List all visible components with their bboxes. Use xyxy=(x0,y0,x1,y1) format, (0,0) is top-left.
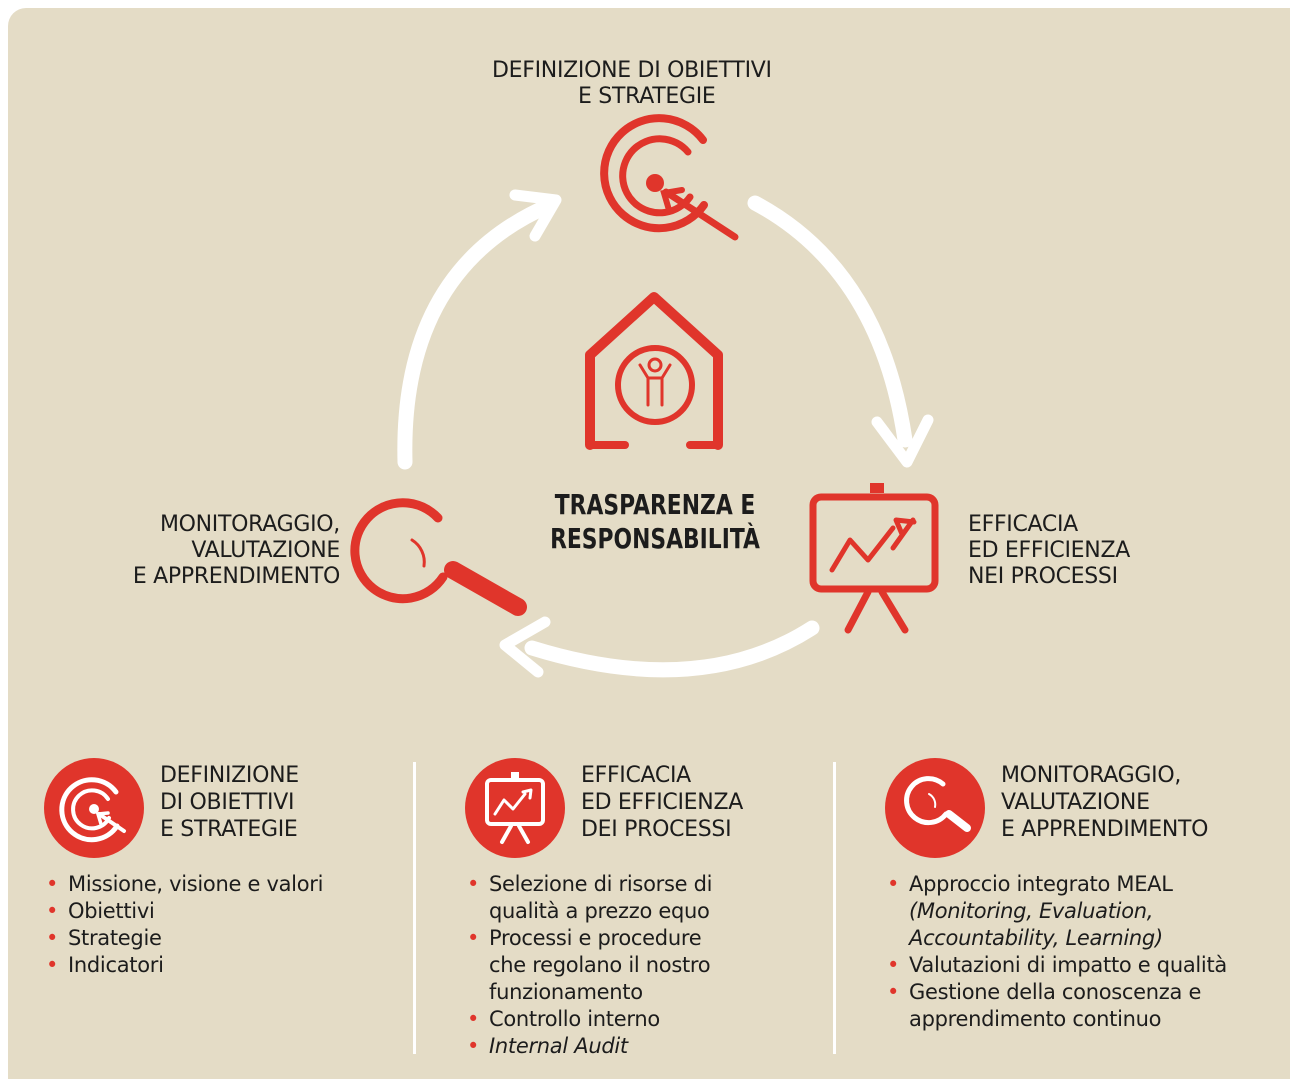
label-left-monitoring: MONITORAGGIO, VALUTAZIONE E APPRENDIMENT… xyxy=(92,512,340,590)
list-item: Valutazioni di impatto e qualità xyxy=(885,952,1275,979)
list-item: Missione, visione e valori xyxy=(44,871,323,898)
label-right-line-1: EFFICACIA xyxy=(968,512,1078,537)
list-item-subtext: (Monitoring, Evaluation, Accountability,… xyxy=(909,899,1163,950)
list-item: Obiettivi xyxy=(44,898,323,925)
center-title: TRASPARENZA E RESPONSABILITÀ xyxy=(550,488,761,556)
presentation-board-icon xyxy=(809,483,939,634)
list-item: Strategie xyxy=(44,925,323,952)
arrow-left-to-top xyxy=(397,197,558,470)
column-objectives: DEFINIZIONE DI OBIETTIVI E STRATEGIE Mis… xyxy=(44,758,404,1058)
column-efficiency: EFFICACIA ED EFFICIENZA DEI PROCESSI Sel… xyxy=(465,758,830,1060)
column-divider-2 xyxy=(833,762,836,1054)
arrowhead-top xyxy=(509,189,562,242)
list-item: Selezione di risorse di qualità a prezzo… xyxy=(465,871,759,925)
column-title-line-1: EFFICACIA xyxy=(581,763,691,788)
label-left-line-1: MONITORAGGIO, xyxy=(159,512,340,537)
house-child-logo xyxy=(585,292,723,450)
magnifier-icon xyxy=(885,758,985,858)
column-title-line-1: MONITORAGGIO, xyxy=(1001,763,1182,788)
column-title-line-2: VALUTAZIONE xyxy=(1001,790,1150,815)
bullet-list: Approccio integrato MEAL (Monitoring, Ev… xyxy=(885,871,1275,1033)
column-divider-1 xyxy=(413,762,416,1054)
arrow-right-to-left xyxy=(524,620,820,678)
column-title: DEFINIZIONE DI OBIETTIVI E STRATEGIE xyxy=(160,762,299,843)
label-right-efficacy: EFFICACIA ED EFFICIENZA NEI PROCESSI xyxy=(968,512,1130,590)
column-monitoring: MONITORAGGIO, VALUTAZIONE E APPRENDIMENT… xyxy=(885,758,1280,1058)
presentation-board-icon xyxy=(465,758,565,858)
label-right-line-2: ED EFFICIENZA xyxy=(968,538,1130,563)
column-title-line-2: DI OBIETTIVI xyxy=(160,790,295,815)
list-item: Approccio integrato MEAL (Monitoring, Ev… xyxy=(885,871,1275,952)
center-title-line-1: TRASPARENZA E xyxy=(554,488,756,521)
magnifier-icon xyxy=(350,498,527,616)
column-title-line-3: E APPRENDIMENTO xyxy=(1001,817,1209,842)
label-left-line-2: VALUTAZIONE xyxy=(191,538,340,563)
target-icon xyxy=(600,114,739,241)
list-item: Indicatori xyxy=(44,952,323,979)
label-top-objectives: DEFINIZIONE DI OBIETTIVI E STRATEGIE xyxy=(492,58,772,110)
arrow-top-to-right xyxy=(747,195,913,448)
list-item: Processi e procedure che regolano il nos… xyxy=(465,925,739,1006)
target-icon xyxy=(44,758,144,858)
bullet-list: Selezione di risorse di qualità a prezzo… xyxy=(465,871,765,1060)
column-title: EFFICACIA ED EFFICIENZA DEI PROCESSI xyxy=(581,762,743,843)
list-item: Controllo interno xyxy=(465,1006,765,1033)
cycle-diagram xyxy=(350,114,939,678)
center-title-line-2: RESPONSABILITÀ xyxy=(550,522,760,555)
cycle-arrows xyxy=(397,195,913,678)
list-item-text: Approccio integrato MEAL xyxy=(909,872,1173,896)
list-item: Gestione della conoscenza e apprendiment… xyxy=(885,979,1219,1033)
label-top-line-1: DEFINIZIONE DI OBIETTIVI xyxy=(492,58,772,83)
arrowhead-bottom xyxy=(499,616,551,678)
label-left-line-3: E APPRENDIMENTO xyxy=(132,564,340,589)
label-right-line-3: NEI PROCESSI xyxy=(968,564,1118,589)
label-top-line-2: E STRATEGIE xyxy=(578,84,716,109)
list-item: Internal Audit xyxy=(465,1033,765,1060)
column-title-line-3: DEI PROCESSI xyxy=(581,817,732,842)
bullet-list: Missione, visione e valori Obiettivi Str… xyxy=(44,871,323,979)
column-title-line-1: DEFINIZIONE xyxy=(160,763,299,788)
column-title: MONITORAGGIO, VALUTAZIONE E APPRENDIMENT… xyxy=(1001,762,1208,843)
arrowhead-right xyxy=(871,414,934,468)
column-title-line-3: E STRATEGIE xyxy=(160,817,298,842)
column-title-line-2: ED EFFICIENZA xyxy=(581,790,743,815)
